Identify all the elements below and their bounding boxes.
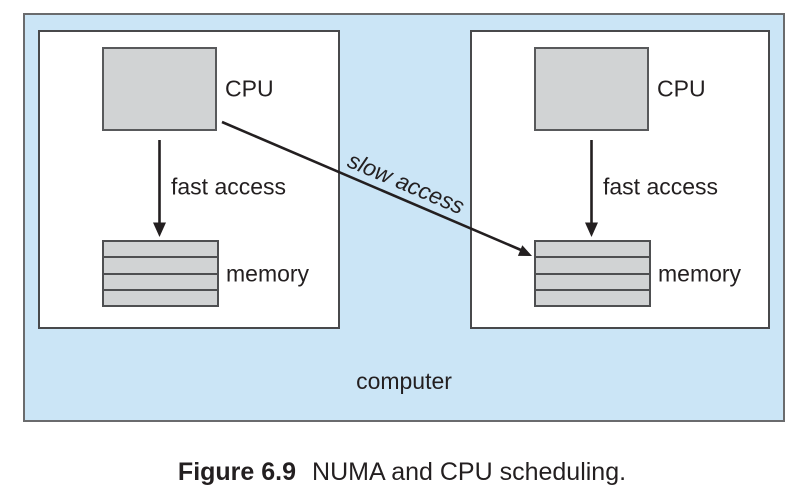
- computer-label: computer: [356, 368, 452, 394]
- cpu-label-right: CPU: [657, 75, 706, 102]
- memory-box-left: [102, 240, 219, 307]
- memory-bank-row: [102, 288, 219, 307]
- fast-access-label-right: fast access: [603, 173, 719, 200]
- figure-caption-number: Figure 6.9: [177, 458, 297, 486]
- numa-node-right: CPU fast access memory: [470, 30, 770, 329]
- memory-label-left: memory: [226, 260, 310, 287]
- cpu-box-left: [102, 47, 217, 131]
- numa-node-left: CPU fast access memory: [38, 30, 340, 329]
- cpu-label-left: CPU: [225, 75, 274, 102]
- fast-access-label-left: fast access: [171, 173, 287, 200]
- memory-box-right: [534, 240, 651, 307]
- cpu-box-right: [534, 47, 649, 131]
- figure-caption-text: NUMA and CPU scheduling.: [312, 458, 627, 486]
- memory-label-right: memory: [658, 260, 742, 287]
- figure-caption: Figure 6.9 NUMA and CPU scheduling.: [0, 458, 804, 487]
- memory-bank-row: [534, 288, 651, 307]
